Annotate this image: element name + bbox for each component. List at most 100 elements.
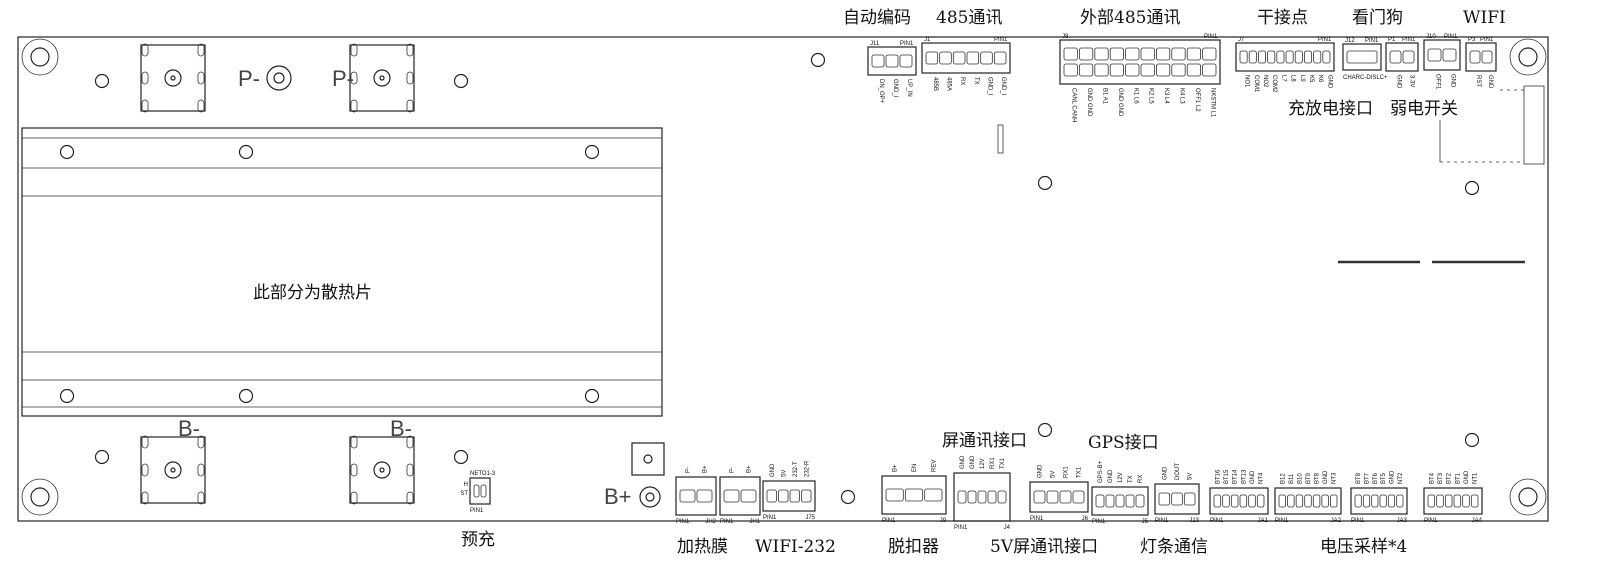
pin-label: COM1 bbox=[1253, 75, 1259, 93]
pin-label: GND_I bbox=[892, 79, 898, 98]
pin-label: BT6 bbox=[1373, 472, 1379, 484]
connector-pin bbox=[899, 54, 913, 68]
screw-hole bbox=[584, 388, 600, 404]
pin-label: 232-R bbox=[804, 460, 810, 477]
connector-pin bbox=[1312, 494, 1321, 508]
pin-label: NT4 bbox=[1259, 472, 1265, 484]
pin-label: CANL CANH bbox=[1071, 88, 1077, 122]
connector-pin bbox=[1248, 494, 1256, 508]
connector-pin bbox=[1140, 63, 1155, 77]
label-b-minus-1: B- bbox=[178, 416, 200, 441]
pin-label: L7 bbox=[1280, 75, 1286, 82]
connector-pin bbox=[1033, 490, 1046, 504]
pin-label: B+ bbox=[703, 465, 709, 473]
connector-pin bbox=[1481, 50, 1493, 64]
connector-body bbox=[762, 480, 816, 512]
connector-pin bbox=[1094, 63, 1109, 77]
pin-label: 5V bbox=[1051, 471, 1057, 478]
pin-label: DOUT bbox=[1175, 463, 1181, 480]
power-terminal bbox=[140, 435, 206, 505]
connector-designator: JH1 bbox=[749, 519, 760, 525]
connector-pin bbox=[789, 489, 800, 503]
pin1-marker: PIN1 bbox=[676, 519, 690, 525]
connector-pin bbox=[885, 54, 899, 68]
connector-pin bbox=[1079, 47, 1094, 61]
pin-label: OFF1 L2 bbox=[1194, 88, 1200, 112]
connector-pin bbox=[1427, 48, 1442, 62]
label-screen-comm: 屏通讯接口 bbox=[942, 431, 1027, 451]
connector-designator: JA3 bbox=[1397, 518, 1408, 524]
screw-hole bbox=[1464, 432, 1480, 448]
mount-hole-ring bbox=[21, 478, 59, 516]
pin-label: GND bbox=[1396, 75, 1402, 89]
pin1-marker: PIN1 bbox=[882, 518, 896, 524]
pin-label: 5V bbox=[1188, 473, 1194, 480]
connector-pin bbox=[778, 489, 789, 503]
connector-pin bbox=[1276, 50, 1285, 64]
connector-pin bbox=[740, 489, 757, 503]
connector-pin bbox=[966, 51, 980, 65]
pin-label: GND bbox=[1390, 470, 1396, 484]
connector-pin bbox=[1095, 494, 1105, 508]
connector-designator: J9 bbox=[940, 518, 947, 524]
pin1-marker: PIN1 bbox=[1318, 37, 1332, 43]
pin-label: B1 A1 bbox=[1102, 88, 1108, 105]
heatsink: 此部分为散热片 bbox=[21, 127, 663, 417]
label-485: 485通讯 bbox=[936, 8, 1002, 28]
pin-label: 3.3V bbox=[1409, 75, 1415, 87]
connector-body bbox=[1154, 483, 1200, 515]
pin-label: B12 bbox=[1280, 473, 1286, 484]
connector-pin bbox=[1063, 63, 1078, 77]
connector-body bbox=[1029, 481, 1089, 513]
connector-pin bbox=[1322, 50, 1331, 64]
pin1-marker: PIN1 bbox=[1275, 518, 1289, 524]
connector-pin bbox=[1156, 63, 1171, 77]
pin-label: B+ bbox=[893, 464, 899, 472]
pin-label: BT15 bbox=[1224, 469, 1230, 484]
pin1-marker: PIN1 bbox=[1365, 38, 1379, 44]
connector-pin bbox=[679, 489, 696, 503]
connector-pin bbox=[1304, 494, 1312, 508]
connector-designator: NETO1-3 bbox=[470, 471, 496, 477]
connector-pin bbox=[1354, 494, 1362, 508]
pin-label: RX1 bbox=[1064, 466, 1070, 478]
connector-pin bbox=[480, 484, 487, 498]
connector-pin bbox=[871, 54, 885, 68]
pin-label: K3 L4 bbox=[1163, 88, 1169, 104]
connector-pin bbox=[766, 489, 777, 503]
pin-label: GND bbox=[1162, 466, 1168, 480]
connector-pin bbox=[1046, 490, 1059, 504]
board-outline bbox=[17, 36, 1549, 522]
pin-label: 485B bbox=[932, 77, 938, 91]
connector-pin bbox=[904, 488, 924, 502]
pin-label: BT7 bbox=[1365, 472, 1371, 484]
connector-body bbox=[1385, 42, 1419, 72]
pin-label: B10 bbox=[1297, 473, 1303, 484]
label-light-comm: 灯条通信 bbox=[1140, 537, 1208, 557]
connector-body bbox=[1465, 42, 1497, 72]
pin-label: K1 L6 bbox=[1132, 88, 1138, 104]
connector-pin bbox=[1442, 48, 1457, 62]
connector-pin bbox=[1186, 63, 1201, 77]
pin1-marker: PIN1 bbox=[763, 515, 777, 521]
pin-label: NT1 bbox=[1473, 472, 1479, 484]
label-b-minus-2: B- bbox=[390, 416, 412, 441]
pin-label: GND bbox=[1038, 464, 1044, 478]
pin1-marker: PIN1 bbox=[1204, 34, 1218, 40]
connector-pin bbox=[1158, 492, 1171, 506]
pin-label: GND GND bbox=[1117, 88, 1123, 117]
heatsink-label: 此部分为散热片 bbox=[253, 283, 372, 303]
pin1-marker: PIN1 bbox=[720, 519, 734, 525]
connector-designator: J8 bbox=[1062, 34, 1069, 40]
connector-pin bbox=[957, 490, 967, 504]
pin1-marker: PIN1 bbox=[954, 525, 968, 531]
label-breaker: 脱扣器 bbox=[888, 537, 939, 557]
connector-pin bbox=[1470, 494, 1479, 508]
pin1-marker: PIN1 bbox=[1402, 37, 1416, 43]
screw-hole bbox=[59, 388, 75, 404]
connector-body bbox=[675, 476, 717, 516]
